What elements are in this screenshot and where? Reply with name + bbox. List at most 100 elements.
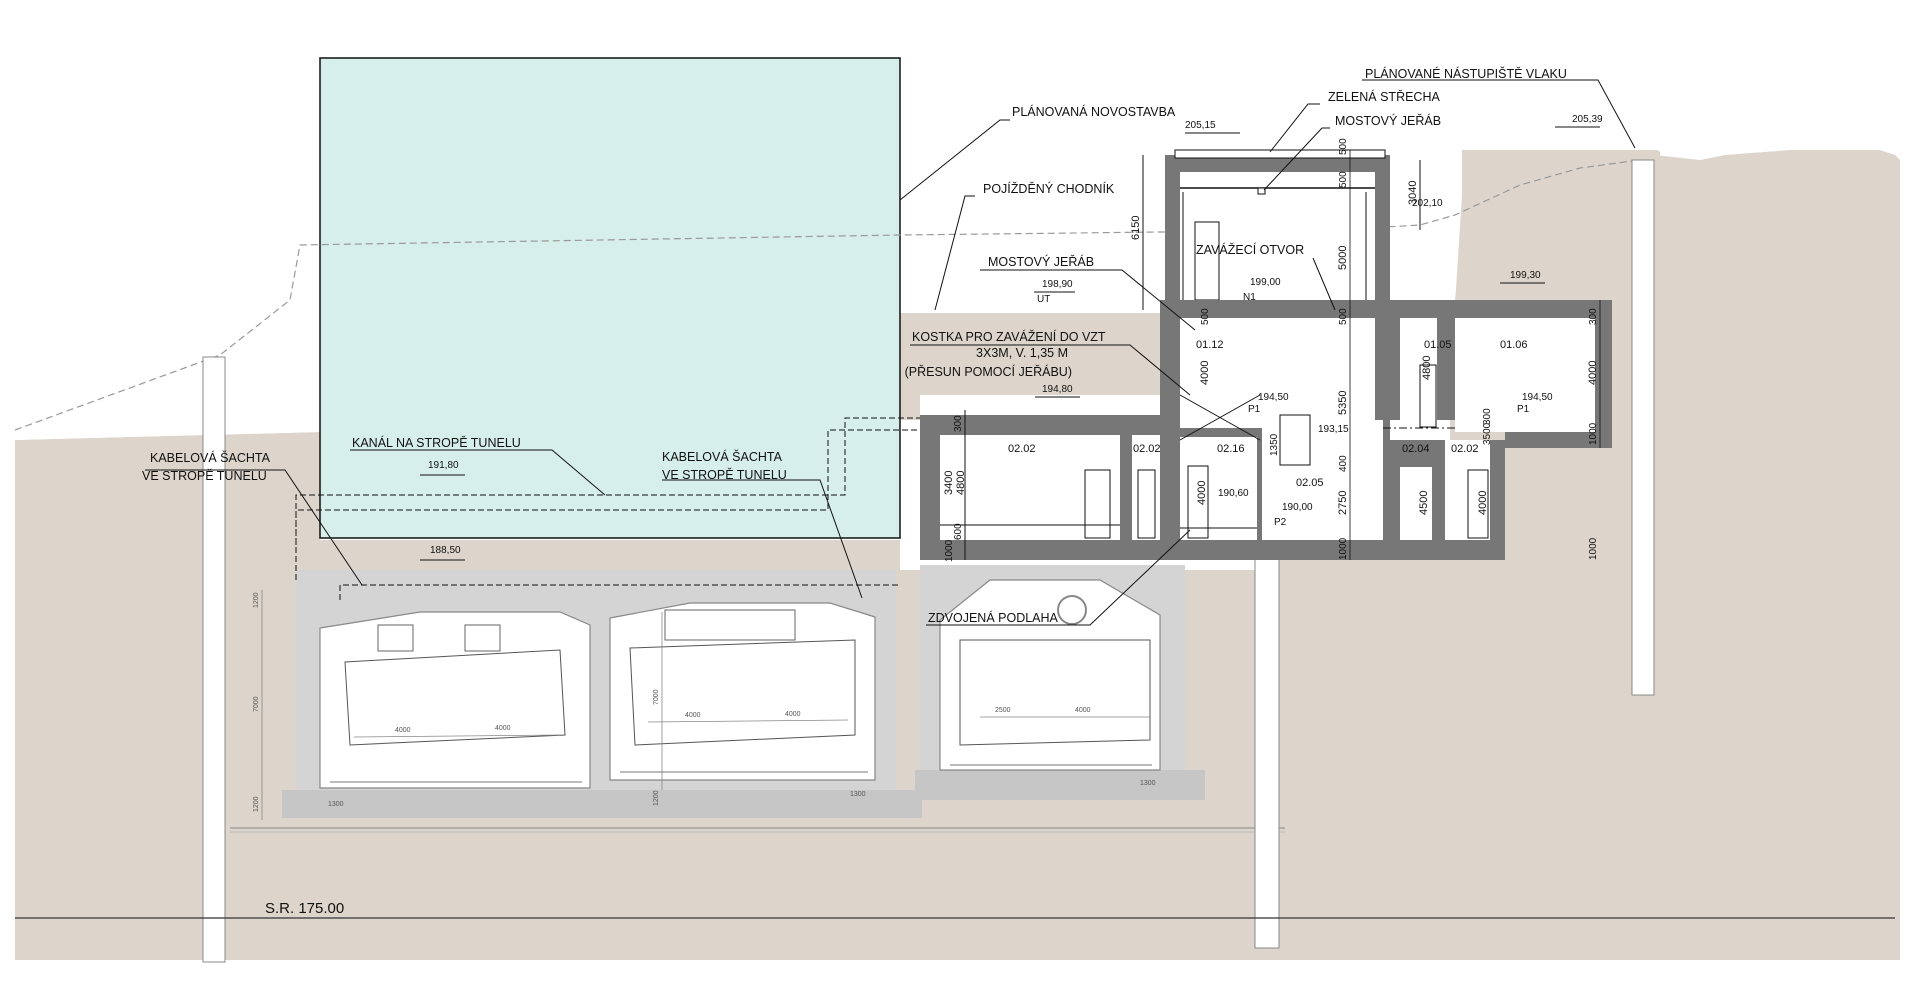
- door-0202b: [1137, 469, 1156, 539]
- level-n1: N1: [1243, 292, 1256, 303]
- dim-400: 400: [1338, 455, 1349, 472]
- room-label-0202a: 02.02: [1008, 443, 1036, 455]
- crane-hook: [1257, 187, 1266, 195]
- label-mostovy-jerab-left: MOSTOVÝ JEŘÁB: [988, 254, 1094, 269]
- dim-500c: 500: [1338, 308, 1349, 325]
- level-values: 205,15 205,39 202,10 199,30 199,00 198,9…: [428, 114, 1603, 556]
- door-top: [1194, 221, 1220, 301]
- tdim-7000b: 7000: [653, 689, 660, 705]
- level-19900: 199,00: [1250, 277, 1281, 288]
- leader-kostka: [910, 344, 1191, 396]
- label-zdvojena-podlaha: ZDVOJENÁ PODLAHA: [928, 610, 1059, 625]
- door-0216: [1187, 465, 1209, 539]
- planned-building-block: [319, 57, 901, 539]
- dim-1000a: 1000: [1588, 422, 1599, 445]
- level-19315: 193,15: [1318, 424, 1349, 435]
- label-kanal: KANÁL NA STROPĚ TUNELU: [352, 435, 521, 450]
- door-0202c: [1467, 469, 1489, 539]
- tdim-1300a: 1300: [328, 801, 344, 808]
- level-20539: 205,39: [1572, 114, 1603, 125]
- dim-3500: 3500: [1482, 422, 1493, 445]
- label-zavazeci-otvor: ZAVÁŽECÍ OTVOR: [1196, 242, 1304, 257]
- tunnel-2-inner: [629, 639, 856, 746]
- tdim-1200b: 1200: [253, 796, 260, 812]
- leader-zelena: [1269, 103, 1320, 153]
- label-planovane-nastupiste: PLÁNOVANÉ NÁSTUPIŠTĚ VLAKU: [1365, 66, 1567, 81]
- dim-2750: 2750: [1337, 491, 1349, 515]
- dim-4000d: 4000: [1477, 491, 1489, 515]
- dim-4000b: 4000: [1587, 361, 1599, 385]
- pile-mid: [1254, 549, 1280, 949]
- dim-4000c: 4000: [1196, 481, 1208, 505]
- dim-5350: 5350: [1337, 391, 1349, 415]
- dimensions: 6150 3040 500 500 5000 500 500 4000 5350…: [943, 138, 1599, 562]
- level-19890: 198,90: [1042, 279, 1073, 290]
- dim-4800a: 4800: [1421, 356, 1433, 380]
- upper-floor-walls: [1160, 300, 1612, 448]
- dim-1000c: 1000: [1338, 537, 1349, 560]
- tunnel-2-box: [664, 609, 796, 641]
- label-mostovy-jerab-top: MOSTOVÝ JEŘÁB: [1335, 113, 1441, 128]
- cable-duct-1: [295, 417, 920, 545]
- level-20515: 205,15: [1185, 120, 1216, 131]
- room-0112: [1180, 318, 1375, 428]
- label-kabelova-mid-2: VE STROPĚ TUNELU: [662, 467, 787, 482]
- tunnel-base-left: [282, 790, 922, 818]
- leader-mostovy-left: [980, 269, 1196, 331]
- level-19180: 191,80: [428, 460, 459, 471]
- leader-zdvojena: [926, 529, 1191, 626]
- door-0202a: [1084, 469, 1111, 539]
- label-planovana-novostavba: PLÁNOVANÁ NOVOSTAVBA: [1012, 104, 1176, 119]
- cable-duct-2: [295, 429, 920, 580]
- label-pojizdeny-chodnik: POJÍŽDĚNÝ CHODNÍK: [983, 181, 1115, 196]
- room-label-0106: 01.06: [1500, 339, 1528, 351]
- room-0205: [1262, 467, 1383, 540]
- tdim-t2: [647, 719, 849, 723]
- room-label-0202c: 02.02: [1451, 443, 1479, 455]
- label-kabelova-left-2: VE STROPĚ TUNELU: [142, 468, 267, 483]
- level-19930: 199,30: [1510, 270, 1541, 281]
- tdim-4000a: 4000: [395, 727, 411, 734]
- room-0204: [1400, 467, 1432, 540]
- tdim-1200a: 1200: [253, 592, 260, 608]
- dim-1000d: 1000: [1588, 537, 1599, 560]
- tunnel-3-inner: [959, 639, 1151, 746]
- room-labels: 01.12 01.05 01.06 02.02 02.02 02.16 02.0…: [1008, 339, 1528, 489]
- leader-zavazeci: [1312, 257, 1336, 311]
- leader-kabel-mid: [662, 479, 863, 599]
- level-19060: 190,60: [1218, 488, 1249, 499]
- tdim-4000c: 4000: [685, 712, 701, 719]
- tdim-4000b: 4000: [495, 725, 511, 732]
- dim-500d: 500: [1200, 308, 1211, 325]
- dim-3040: 3040: [1407, 181, 1419, 205]
- level-19480: 194,80: [1042, 384, 1073, 395]
- level-p1b: P1: [1517, 404, 1530, 415]
- dim-6150: 6150: [1130, 216, 1142, 240]
- dim-300b: 300: [1482, 408, 1493, 425]
- tunnel-1-inner: [344, 649, 566, 746]
- label-kostka-1: KOSTKA PRO ZAVÁŽENÍ DO VZT: [912, 329, 1106, 344]
- dim-500b: 500: [1338, 171, 1349, 188]
- tunnel-3-sign: [1057, 595, 1087, 625]
- dim-1000b: 1000: [944, 539, 955, 562]
- leader-kabel-left: [145, 469, 363, 586]
- level-19450a: 194,50: [1258, 392, 1289, 403]
- cross-2: [1179, 394, 1261, 441]
- room-label-0112: 01.12: [1196, 339, 1224, 351]
- label-kabelova-mid-1: KABELOVÁ ŠACHTA: [662, 449, 783, 464]
- tower-walls: [1160, 155, 1390, 320]
- green-roof: [1174, 149, 1386, 159]
- tdim-4000e: 4000: [1075, 707, 1091, 714]
- tdim-2500: 2500: [995, 707, 1011, 714]
- tunnel-1-box-b: [464, 624, 501, 652]
- dim-4500: 4500: [1418, 491, 1430, 515]
- dim-600: 600: [953, 523, 964, 540]
- label-kabelova-left-1: KABELOVÁ ŠACHTA: [150, 450, 271, 465]
- dim-300a: 300: [1588, 308, 1599, 325]
- leader-mostovy-top: [1263, 127, 1330, 191]
- leader-chodnik: [934, 195, 975, 311]
- dim-5000: 5000: [1337, 246, 1349, 270]
- annotations: PLÁNOVANÉ NÁSTUPIŠTĚ VLAKU ZELENÁ STŘECH…: [142, 66, 1567, 917]
- leader-novostavba: [899, 119, 1010, 201]
